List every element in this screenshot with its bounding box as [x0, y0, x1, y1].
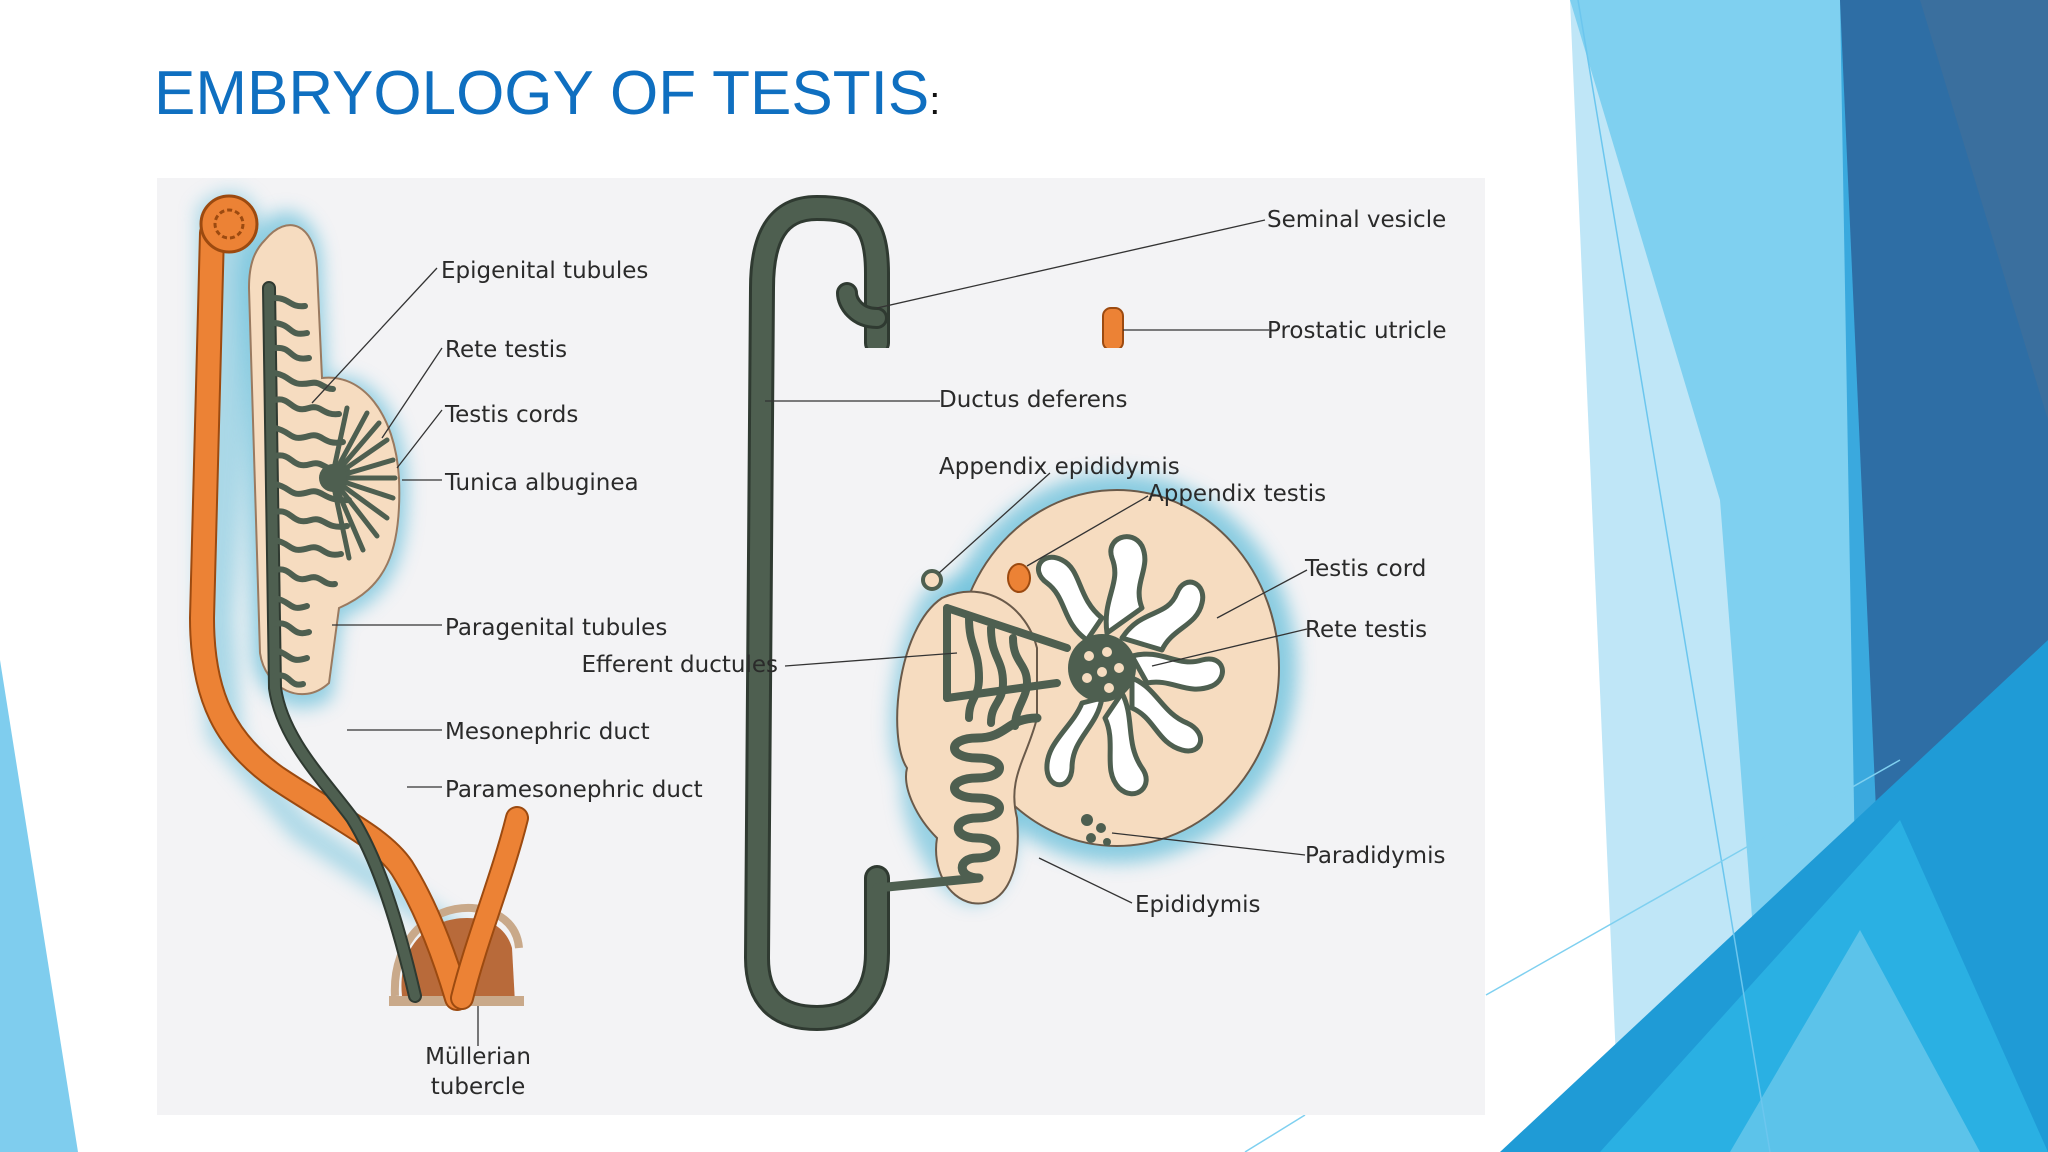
mesonephric-duct — [264, 283, 420, 1001]
label-ductus-deferens: Ductus deferens — [939, 387, 1127, 413]
prostatic-utricle-shape — [1102, 307, 1124, 351]
ductus-deferens — [747, 198, 887, 1028]
testis-embryology-diagram: Epigenital tubules Rete testis Testis co… — [157, 178, 1485, 1115]
left-glow-orange — [197, 191, 497, 969]
paramesonephric-ostium — [199, 194, 259, 254]
label-epigenital-tubules: Epigenital tubules — [441, 258, 648, 284]
label-mullerian-line1: Müllerian — [425, 1044, 531, 1070]
seminal-vesicle-shape — [839, 285, 885, 326]
label-mullerian-line2: tubercle — [431, 1074, 525, 1100]
label-rete-testis-right: Rete testis — [1305, 617, 1427, 643]
left-rete-center — [319, 464, 347, 492]
left-tissue-body — [247, 224, 401, 696]
paramesonephric-duct-fill — [191, 222, 468, 1009]
slide-title-colon: : — [929, 79, 941, 123]
label-testis-cords: Testis cords — [444, 402, 578, 428]
paradidymis-shape — [1081, 814, 1111, 846]
deco-thin-line-3 — [1244, 1114, 1306, 1152]
slide-title-text: EMBRYOLOGY OF TESTIS — [154, 59, 930, 128]
deco-right-deep — [1920, 0, 2048, 420]
leader-lines — [311, 219, 1308, 1046]
deco-thin-line-1 — [1577, 0, 1771, 1152]
label-paramesonephric-duct: Paramesonephric duct — [445, 777, 703, 803]
label-seminal-vesicle: Seminal vesicle — [1267, 207, 1446, 233]
label-paradidymis: Paradidymis — [1305, 843, 1445, 869]
paramesonephric-ostium-inner — [213, 208, 245, 240]
mesonephric-tubules — [272, 295, 352, 688]
efferent-ductules-shape — [943, 604, 1071, 730]
appendix-epididymis-shape — [921, 569, 943, 591]
label-rete-testis-left: Rete testis — [445, 337, 567, 363]
label-epididymis: Epididymis — [1135, 892, 1261, 918]
appendix-testis-shape — [1007, 563, 1031, 593]
deco-right-bottom-sheen — [1730, 930, 1980, 1152]
left-labels: Epigenital tubules Rete testis Testis co… — [425, 258, 703, 1100]
slide-title: EMBRYOLOGY OF TESTIS: — [154, 58, 940, 129]
deco-right-bottom-light — [1600, 820, 2048, 1152]
label-mesonephric-duct: Mesonephric duct — [445, 719, 650, 745]
label-efferent-ductules: Efferent ductules — [582, 652, 778, 678]
epididymis-coil — [872, 713, 1042, 893]
deco-left-triangle — [0, 660, 78, 1152]
cut-surface-mask — [857, 348, 1157, 358]
label-tunica-albuginea: Tunica albuginea — [444, 470, 639, 496]
label-paragenital-tubules: Paragenital tubules — [445, 615, 667, 641]
deco-thin-line-2 — [1485, 759, 1901, 996]
label-appendix-epididymis: Appendix epididymis — [939, 454, 1180, 480]
label-prostatic-utricle: Prostatic utricle — [1267, 318, 1447, 344]
label-testis-cord: Testis cord — [1304, 556, 1426, 582]
right-testis-cords — [1035, 534, 1225, 797]
paramesonephric-duct-right — [452, 808, 527, 1008]
label-appendix-testis: Appendix testis — [1148, 481, 1326, 507]
right-illustration — [744, 195, 1297, 1031]
right-rete-testis — [1068, 634, 1136, 702]
left-illustration — [189, 191, 529, 1011]
right-labels: Seminal vesicle Prostatic utricle Ductus… — [582, 207, 1447, 918]
